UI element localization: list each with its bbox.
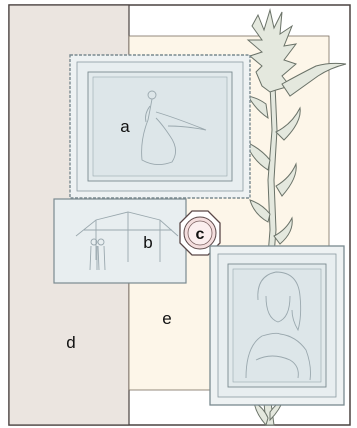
label-c: c — [196, 226, 205, 243]
frame-b-outer — [54, 199, 186, 283]
frame-a — [70, 55, 250, 198]
frame-portrait-picture — [233, 269, 321, 382]
frame-portrait — [210, 246, 344, 405]
label-e: e — [162, 309, 171, 328]
label-d: d — [66, 333, 75, 352]
frame-b — [54, 199, 186, 283]
label-b: b — [143, 233, 152, 252]
label-a: a — [120, 117, 130, 136]
frame-a-picture — [93, 77, 227, 176]
